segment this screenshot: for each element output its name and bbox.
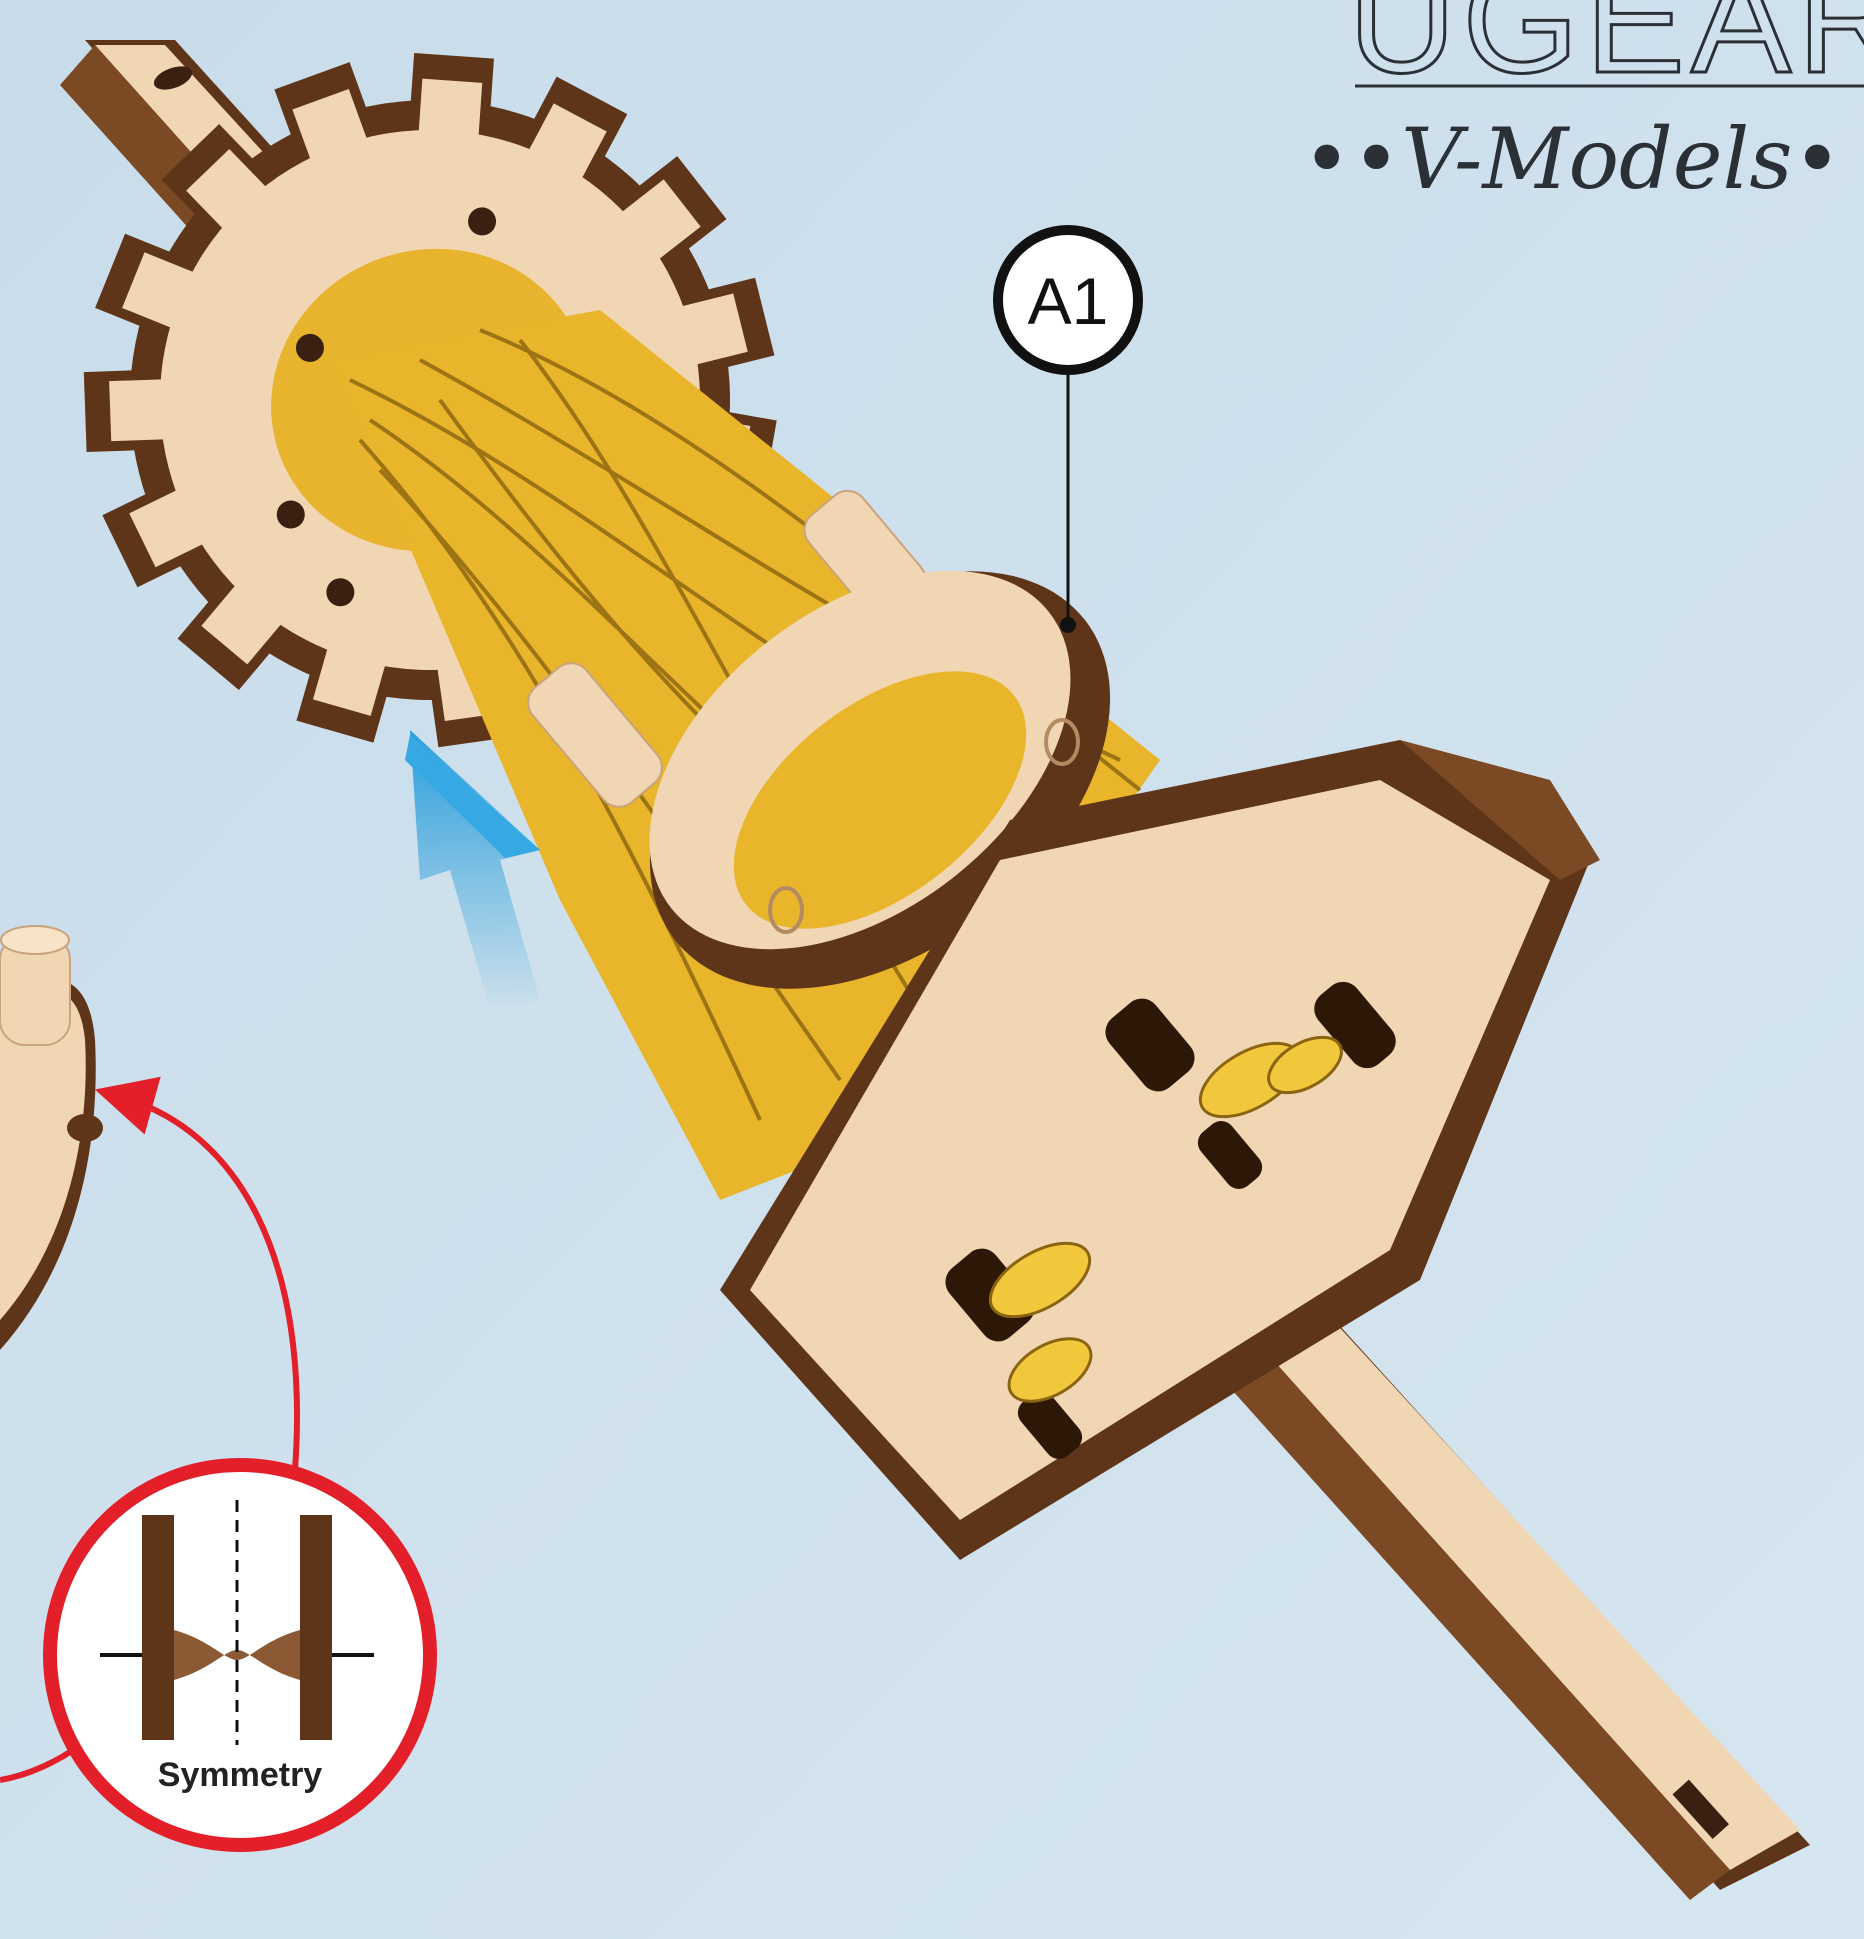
brand-tagline: ••V-Models• (1302, 110, 1842, 208)
symmetry-label: Symmetry (158, 1756, 323, 1794)
brand-name: UGEARS (1348, 0, 1864, 104)
callout-label: A1 (1028, 264, 1109, 338)
symmetry-badge: Symmetry (50, 1465, 430, 1845)
